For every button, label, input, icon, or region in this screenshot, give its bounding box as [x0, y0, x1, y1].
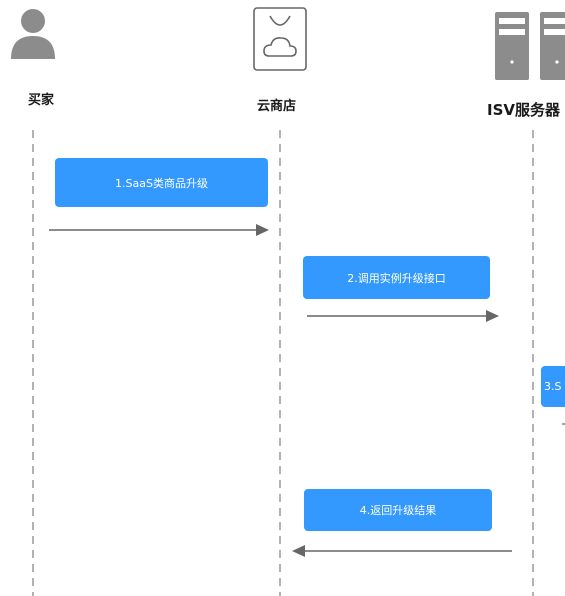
arrow-isv-to-store: [292, 545, 512, 557]
step-1-saas-upgrade: 1.SaaS类商品升级: [55, 158, 268, 207]
actor-label-isv-server: ISV服务器: [487, 101, 560, 119]
arrow-buyer-to-store: [49, 224, 269, 236]
actor-label-buyer: 买家: [28, 93, 55, 108]
step-3-partial: 3.S: [541, 366, 565, 407]
step-2-call-upgrade-api: 2.调用实例升级接口: [303, 256, 490, 299]
shopping-bag-cloud-icon: [253, 7, 307, 71]
step-4-return-result: 4.返回升级结果: [304, 489, 492, 531]
actor-label-cloud-store: 云商店: [257, 99, 297, 114]
server-icon: [495, 12, 565, 80]
user-icon: [11, 9, 55, 59]
arrow-store-to-isv: [307, 310, 499, 322]
